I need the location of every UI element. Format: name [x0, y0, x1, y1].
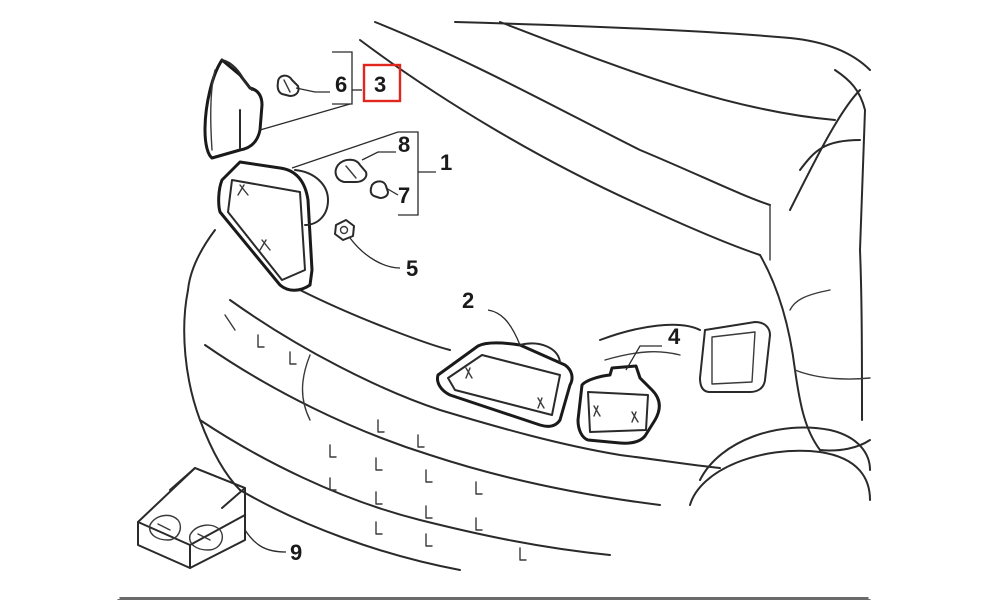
callout-4: 4 [668, 324, 681, 349]
part-1-headlamp [217, 160, 329, 292]
callout-5: 5 [406, 256, 418, 281]
callout-1: 1 [440, 150, 452, 175]
bumper-slots [257, 334, 527, 561]
part-7-side-bulb [369, 180, 389, 199]
callout-3: 3 [374, 72, 386, 97]
part-9-bulb-kit-box [137, 467, 246, 569]
part-3-side-lamp-housing [203, 58, 264, 160]
leader-lines [244, 51, 662, 553]
car-body-outline [117, 21, 871, 600]
part-5-nut [334, 219, 355, 241]
part-4-indicator-lamp [576, 364, 661, 445]
callout-6: 6 [335, 72, 347, 97]
callout-labels: 6 3 8 1 7 5 2 4 9 [290, 72, 681, 565]
highlight-box-callout-3 [362, 63, 402, 103]
callout-2: 2 [462, 288, 474, 313]
part-2-fog-lamp [436, 341, 574, 428]
callout-7: 7 [398, 183, 410, 208]
part-6-small-bulb [276, 74, 300, 97]
callout-9: 9 [290, 540, 302, 565]
callout-8: 8 [398, 132, 410, 157]
part-8-headlamp-bulb [334, 158, 368, 183]
